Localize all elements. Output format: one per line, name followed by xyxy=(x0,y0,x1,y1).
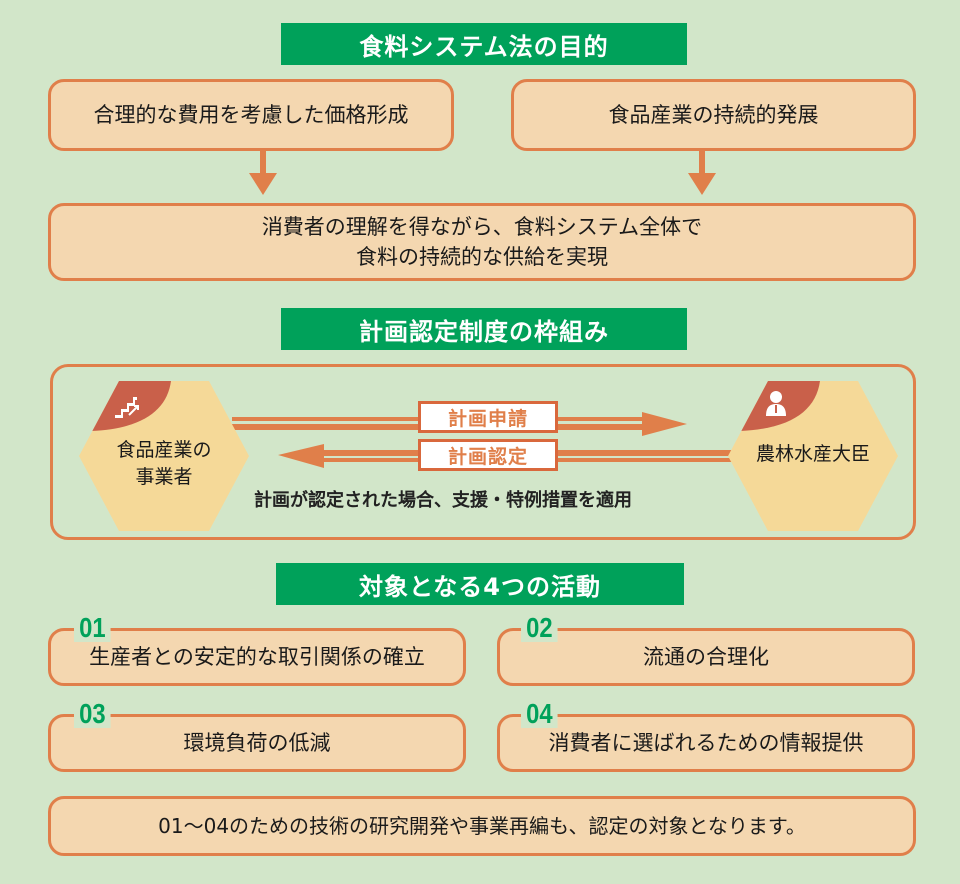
activity-box-02: 流通の合理化 xyxy=(497,628,915,686)
section-title-activities: 対象となる4つの活動 xyxy=(276,563,684,605)
framework-frame xyxy=(50,364,916,540)
down-arrow-right xyxy=(688,151,716,195)
actor-minister-label: 農林水産大臣 xyxy=(755,443,870,465)
actor-food-business-line1: 食品産業の xyxy=(116,439,212,461)
activity-number-04: 04 xyxy=(521,700,558,728)
activity-number-02: 02 xyxy=(521,614,558,642)
outcome-text-line2: 食料の持続的な供給を実現 xyxy=(356,245,608,269)
goal-box-industry-development: 食品産業の持続的発展 xyxy=(511,79,916,151)
label-plan-approval-text: 計画認定 xyxy=(447,445,528,468)
goal-text-industry-development: 食品産業の持続的発展 xyxy=(608,102,819,127)
section-title-framework-text: 計画認定制度の枠組み xyxy=(359,317,609,346)
activity-box-03: 環境負荷の低減 xyxy=(48,714,466,772)
activity-text-03: 環境負荷の低減 xyxy=(183,730,331,755)
activity-text-04: 消費者に選ばれるための情報提供 xyxy=(548,730,864,755)
framework-note: 計画が認定された場合、支援・特例措置を適用 xyxy=(254,490,632,511)
label-plan-application-text: 計画申請 xyxy=(447,407,528,430)
activity-box-04: 消費者に選ばれるための情報提供 xyxy=(497,714,915,772)
footer-box: 01～04のための技術の研究開発や事業再編も、認定の対象となります。 xyxy=(48,796,916,856)
activity-number-01: 01 xyxy=(74,614,111,642)
official-person-icon xyxy=(766,391,786,416)
goal-box-price-formation: 合理的な費用を考慮した価格形成 xyxy=(48,79,454,151)
label-plan-application: 計画申請 xyxy=(418,401,558,433)
activity-text-02: 流通の合理化 xyxy=(643,644,769,669)
actor-minister: 農林水産大臣 xyxy=(728,381,898,531)
outcome-box: 消費者の理解を得ながら、食料システム全体で 食料の持続的な供給を実現 xyxy=(48,203,916,281)
footer-text: 01～04のための技術の研究開発や事業再編も、認定の対象となります。 xyxy=(158,813,806,838)
activity-box-01: 生産者との安定的な取引関係の確立 xyxy=(48,628,466,686)
actor-food-business-label: 食品産業の 事業者 xyxy=(79,437,249,490)
stairs-up-icon xyxy=(115,397,139,418)
section-title-purpose-text: 食料システム法の目的 xyxy=(359,32,609,61)
outcome-text-line1: 消費者の理解を得ながら、食料システム全体で xyxy=(261,214,703,239)
section-title-activities-text: 対象となる4つの活動 xyxy=(359,572,601,601)
actor-food-business-line2: 事業者 xyxy=(135,465,193,488)
actor-food-business: 食品産業の 事業者 xyxy=(79,381,249,531)
section-title-purpose: 食料システム法の目的 xyxy=(281,23,687,65)
section-title-framework: 計画認定制度の枠組み xyxy=(281,308,687,350)
down-arrow-left xyxy=(249,151,277,195)
activity-text-01: 生産者との安定的な取引関係の確立 xyxy=(89,644,425,669)
hexagon-shape xyxy=(79,381,249,531)
activity-number-03: 03 xyxy=(74,700,111,728)
label-plan-approval: 計画認定 xyxy=(418,439,558,471)
goal-text-price-formation: 合理的な費用を考慮した価格形成 xyxy=(93,102,409,127)
